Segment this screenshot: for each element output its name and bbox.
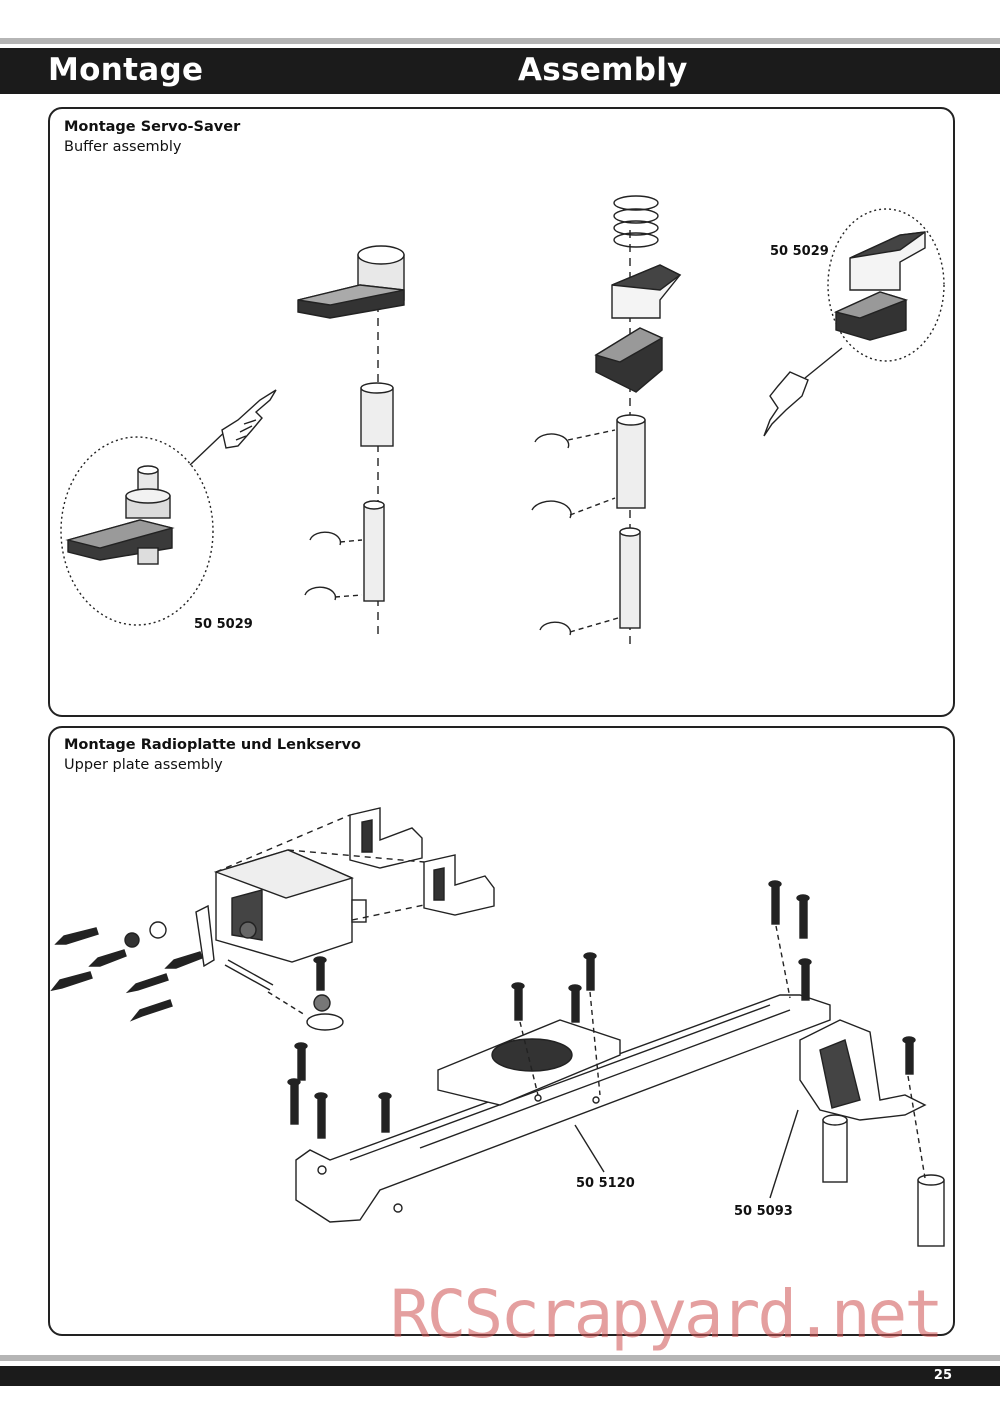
section-title: Montage Servo-Saver: [64, 119, 241, 135]
part-number-label: 50 5093: [734, 1204, 793, 1219]
part-number-label: 50 5029: [194, 617, 253, 632]
part-number-label: 50 5029: [770, 244, 829, 259]
pointing-hand-icon: [221, 389, 277, 449]
top-rule: [0, 38, 1000, 44]
servo-saver-panel: Montage Servo-Saver Buffer assembly: [48, 107, 955, 717]
servo-saver-exploded-spring: [531, 195, 682, 650]
pointing-hand-icon: [763, 371, 809, 437]
upper-plate-panel: Montage Radioplatte und Lenkservo Upper …: [48, 726, 955, 1336]
part-number-label: 50 5120: [576, 1176, 635, 1191]
section-title: Montage Radioplatte und Lenkservo: [64, 737, 361, 753]
leader-lines: [574, 1109, 799, 1199]
section-subtitle: Buffer assembly: [64, 139, 182, 155]
page-number: 25: [933, 1368, 952, 1383]
servo-saver-exploded: [297, 245, 405, 640]
screws-left: [50, 927, 203, 1022]
bottom-rule: [0, 1355, 1000, 1361]
page-footer: 25: [0, 1366, 1000, 1386]
servo-horn-linkage: [124, 904, 344, 1031]
header-title-en: Assembly: [518, 52, 688, 88]
steering-servo: [213, 814, 425, 963]
watermark: RCScrapyard.net: [390, 1276, 944, 1353]
servo-saver-detail-right: [804, 208, 945, 379]
page-header: Montage Assembly: [0, 48, 1000, 94]
section-subtitle: Upper plate assembly: [64, 757, 223, 773]
servo-mount-posts: [349, 807, 495, 916]
front-bulkhead: [799, 1019, 945, 1247]
header-title-de: Montage: [48, 52, 204, 88]
servo-saver-detail-left: [60, 424, 233, 626]
screws-vertical: [287, 880, 916, 1139]
upper-plate: [295, 994, 831, 1223]
